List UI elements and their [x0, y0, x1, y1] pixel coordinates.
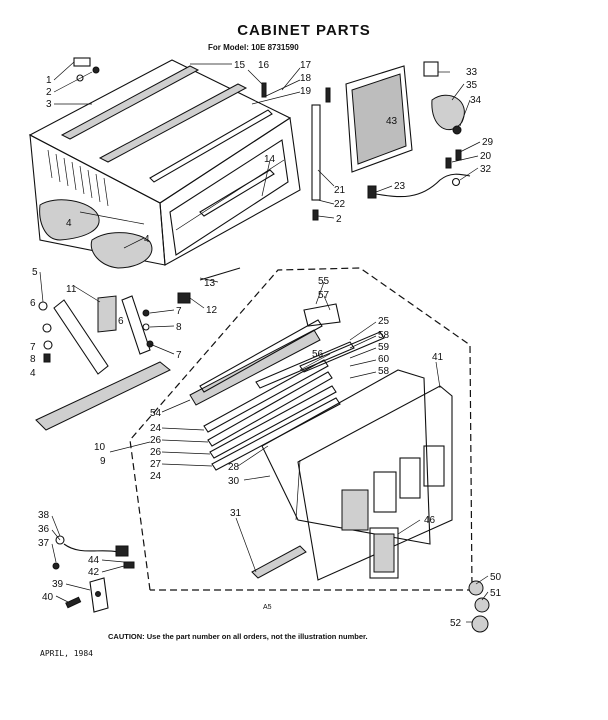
- callout-19: 19: [300, 86, 312, 97]
- callout-26b: 26: [150, 447, 162, 458]
- callout-23: 23: [394, 181, 406, 192]
- callout-41: 41: [432, 352, 444, 363]
- callout-15: 15: [234, 60, 246, 71]
- callout-51: 51: [490, 588, 502, 599]
- callout-8a: 8: [30, 354, 36, 365]
- callout-14: 14: [264, 154, 276, 165]
- callout-3: 3: [46, 99, 52, 110]
- callout-27: 27: [150, 459, 162, 470]
- callout-7c: 7: [176, 350, 182, 361]
- filter-panel: [345, 65, 413, 173]
- callout-12: 12: [206, 305, 218, 316]
- access-door: [369, 527, 399, 579]
- callout-37: 37: [38, 538, 50, 549]
- callout-17: 17: [300, 60, 312, 71]
- callout-25: 25: [378, 316, 390, 327]
- top-rail: [60, 65, 275, 217]
- callout-35: 35: [466, 80, 478, 91]
- callout-7a: 7: [30, 342, 36, 353]
- callout-38: 38: [38, 510, 50, 521]
- callout-6b: 6: [118, 316, 124, 327]
- callout-59: 59: [378, 342, 390, 353]
- callout-labels: 1 2 3 15 16 17 18 19 14 43 33 35 34 29 2…: [30, 60, 502, 629]
- control-knob-group: [423, 61, 465, 135]
- callout-30: 30: [228, 476, 240, 487]
- callout-21: 21: [334, 185, 346, 196]
- callout-58b: 58: [378, 366, 390, 377]
- callout-20: 20: [480, 151, 492, 162]
- callout-1: 1: [46, 75, 52, 86]
- callout-18: 18: [300, 73, 312, 84]
- callout-29: 29: [482, 137, 494, 148]
- callout-54: 54: [150, 408, 162, 419]
- callout-34: 34: [470, 95, 482, 106]
- callout-8b: 8: [176, 322, 182, 333]
- callout-33: 33: [466, 67, 478, 78]
- callout-5: 5: [32, 267, 38, 278]
- callout-50: 50: [490, 572, 502, 583]
- publication-date: APRIL, 1984: [40, 649, 93, 658]
- caution-note: CAUTION: Use the part number on all orde…: [108, 632, 368, 641]
- control-knobs: [468, 580, 490, 633]
- callout-4c: 4: [30, 368, 36, 379]
- cabinet-shell: [28, 59, 301, 266]
- callout-40: 40: [42, 592, 54, 603]
- callout-36: 36: [38, 524, 50, 535]
- vent-louvre-assembly: [189, 303, 385, 471]
- screws-right: [445, 149, 462, 187]
- callout-2b: 2: [336, 214, 342, 225]
- callout-58a: 58: [378, 330, 390, 341]
- callout-52: 52: [450, 618, 462, 629]
- callout-28: 28: [228, 462, 240, 473]
- power-cord: [367, 173, 471, 199]
- hardware-top-left: [73, 57, 100, 82]
- callout-56: 56: [312, 349, 324, 360]
- callout-55: 55: [318, 276, 330, 287]
- callout-10: 10: [94, 442, 106, 453]
- callout-9: 9: [100, 456, 106, 467]
- callout-31: 31: [230, 508, 242, 519]
- callout-16: 16: [258, 60, 270, 71]
- callout-22: 22: [334, 199, 346, 210]
- model-number: For Model: 10E 8731590: [208, 43, 299, 52]
- front-grille: [297, 385, 453, 581]
- screw-group: [261, 82, 331, 221]
- side-cover-left: [39, 199, 153, 269]
- callout-4b: 4: [144, 234, 150, 245]
- front-rail: [35, 361, 171, 431]
- callout-42: 42: [88, 567, 100, 578]
- callout-24a: 24: [150, 423, 162, 434]
- callout-32: 32: [480, 164, 492, 175]
- callout-43: 43: [386, 116, 398, 127]
- callout-11: 11: [66, 284, 77, 295]
- callout-7b: 7: [176, 306, 182, 317]
- left-bracket-assembly: [38, 295, 154, 375]
- callout-2: 2: [46, 87, 52, 98]
- page-title: CABINET PARTS: [237, 22, 371, 39]
- callout-4a: 4: [66, 218, 72, 229]
- page-code: A5: [263, 604, 272, 611]
- callout-6a: 6: [30, 298, 36, 309]
- callout-60: 60: [378, 354, 390, 365]
- louvre-strip: [251, 545, 307, 579]
- callout-44: 44: [88, 555, 100, 566]
- callout-24b: 24: [150, 471, 162, 482]
- callout-46: 46: [424, 515, 436, 526]
- callout-39: 39: [52, 579, 64, 590]
- callout-57: 57: [318, 290, 330, 301]
- callout-26a: 26: [150, 435, 162, 446]
- leader-lines: [39, 61, 489, 623]
- callout-13: 13: [204, 278, 216, 289]
